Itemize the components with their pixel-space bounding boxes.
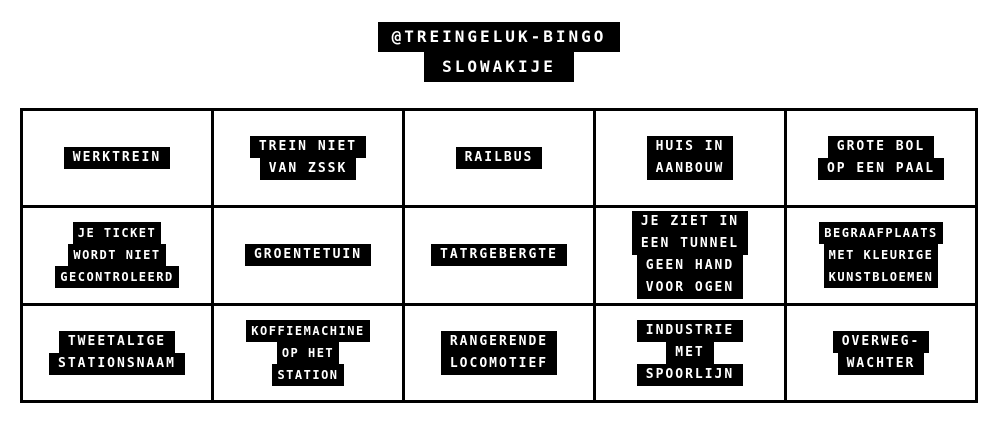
bingo-cell-text: MET KLEURIGE bbox=[823, 244, 939, 267]
bingo-cell-text: KUNSTBLOEMEN bbox=[823, 266, 939, 289]
bingo-cell-text: EEN TUNNEL bbox=[631, 233, 749, 256]
bingo-cell-text: LOCOMOTIEF bbox=[440, 352, 558, 375]
title-line-1: @TREINGELUK-BINGO bbox=[377, 22, 621, 52]
title-line-2: SLOWAKIJE bbox=[424, 52, 574, 82]
bingo-cell-text: JE TICKET bbox=[72, 222, 162, 245]
bingo-cell-text: KOFFIEMACHINE bbox=[246, 319, 370, 342]
bingo-cell-text: WORDT NIET bbox=[68, 244, 166, 267]
bingo-cell-text: HUIS IN bbox=[646, 136, 734, 159]
bingo-cell-text: STATIONSNAAM bbox=[49, 352, 185, 375]
bingo-cell-text: TREIN NIET bbox=[249, 136, 367, 159]
bingo-cell-text: BEGRAAFPLAATS bbox=[819, 222, 943, 245]
bingo-cell-text: WERKTREIN bbox=[63, 147, 171, 170]
bingo-cell: WERKTREIN bbox=[23, 111, 211, 206]
bingo-cell-text: OVERWEG- bbox=[832, 330, 930, 353]
bingo-cell-label: RAILBUS bbox=[455, 147, 543, 170]
bingo-cell: RAILBUS bbox=[405, 111, 593, 206]
bingo-cell-text: RAILBUS bbox=[455, 147, 543, 170]
bingo-cell: OVERWEG-WACHTER bbox=[787, 305, 975, 400]
bingo-cell-text: WACHTER bbox=[837, 352, 925, 375]
bingo-cell: GROENTETUIN bbox=[214, 208, 402, 303]
bingo-cell-text: GROTE BOL bbox=[827, 136, 935, 159]
bingo-title: @TREINGELUK-BINGO SLOWAKIJE bbox=[0, 22, 998, 82]
bingo-cell: TATRGEBERGTE bbox=[405, 208, 593, 303]
bingo-cell-text: TWEETALIGE bbox=[58, 330, 176, 353]
bingo-cell-text: GECONTROLEERD bbox=[55, 266, 179, 289]
bingo-cell-label: GROENTETUIN bbox=[244, 244, 372, 267]
bingo-cell-text: VAN ZSSK bbox=[259, 158, 357, 181]
bingo-cell-text: INDUSTRIE bbox=[636, 319, 744, 342]
bingo-cell-text: SPOORLIJN bbox=[636, 363, 744, 386]
bingo-cell-text: OP EEN PAAL bbox=[817, 158, 945, 181]
bingo-cell-label: OVERWEG-WACHTER bbox=[832, 330, 930, 375]
bingo-cell-text: STATION bbox=[272, 363, 344, 386]
bingo-cell-text: AANBOUW bbox=[646, 158, 734, 181]
bingo-cell-text: VOOR OGEN bbox=[636, 277, 744, 300]
bingo-cell-text: MET bbox=[666, 341, 714, 364]
bingo-cell-label: WERKTREIN bbox=[63, 147, 171, 170]
bingo-cell-text: RANGERENDE bbox=[440, 330, 558, 353]
bingo-cell-text: JE ZIET IN bbox=[631, 211, 749, 234]
bingo-cell-text: TATRGEBERGTE bbox=[431, 244, 567, 267]
bingo-cell-label: TATRGEBERGTE bbox=[431, 244, 567, 267]
bingo-cell-text: GEEN HAND bbox=[636, 255, 744, 278]
bingo-cell-text: OP HET bbox=[276, 341, 340, 364]
bingo-cell-text: GROENTETUIN bbox=[244, 244, 372, 267]
